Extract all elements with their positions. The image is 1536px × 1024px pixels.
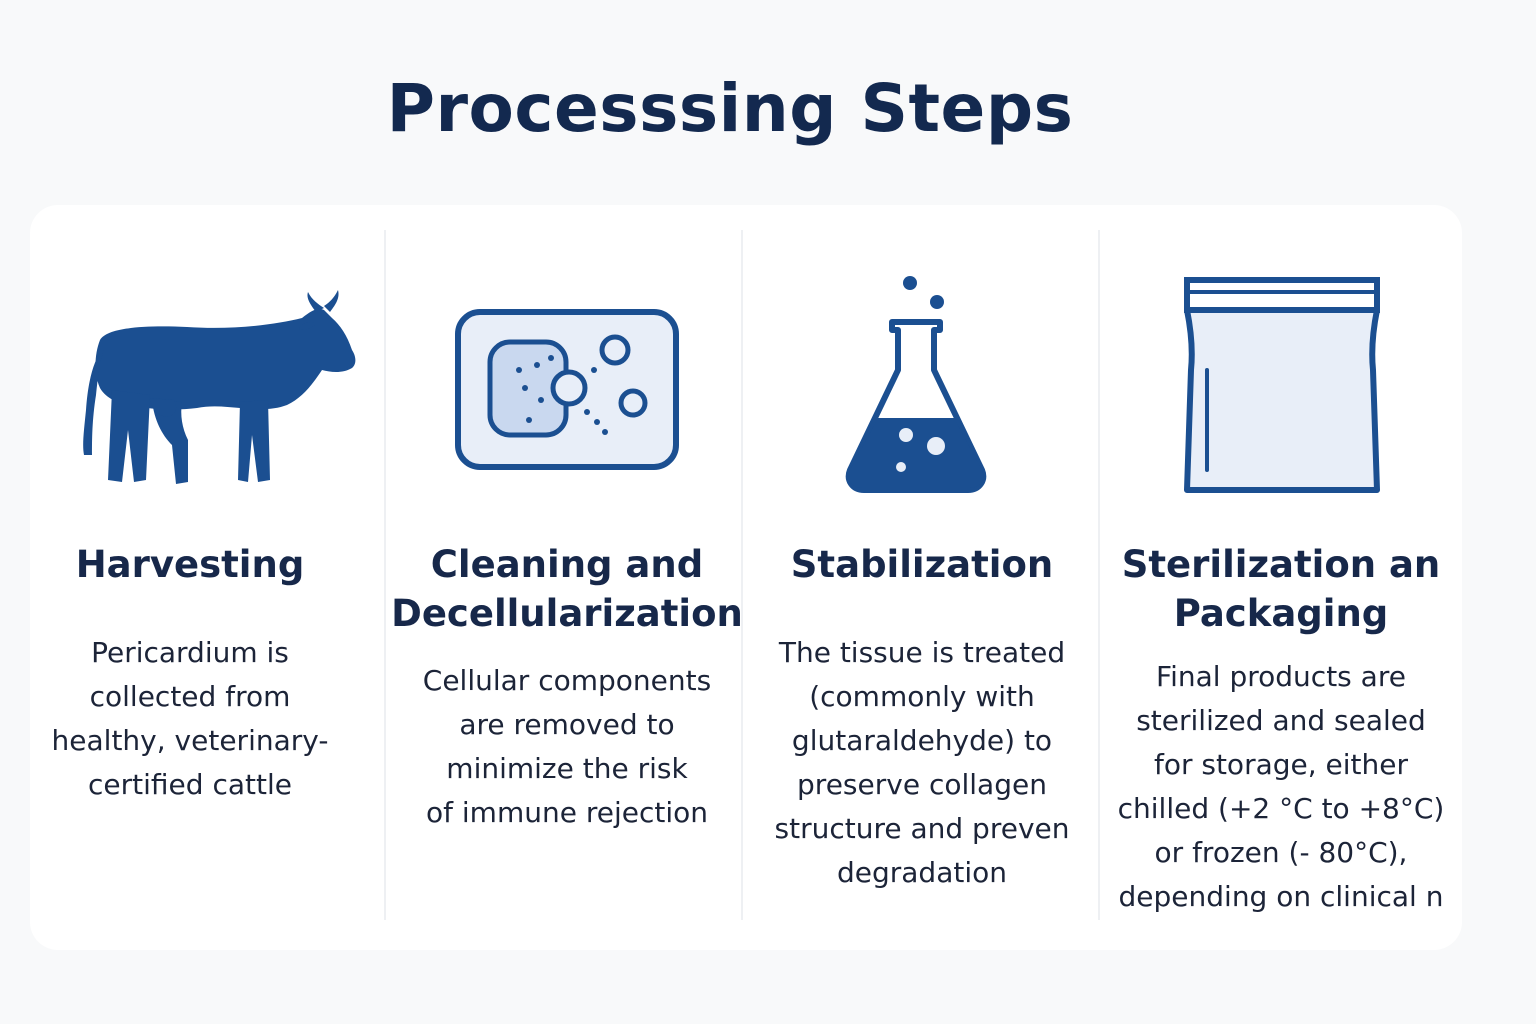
column-divider xyxy=(384,230,386,920)
page-title: Processsing Steps xyxy=(386,70,1074,147)
step-title: Sterilization an Packaging xyxy=(1121,543,1441,635)
step-sterilization-packaging: Sterilization an Packaging Final product… xyxy=(1103,205,1459,950)
step-description: The tissue is treated (commonly with glu… xyxy=(774,636,1070,889)
step-title: Cleaning and Decellularization xyxy=(391,543,743,635)
step-description: Cellular components are removed to minim… xyxy=(422,664,712,829)
step-title: Harvesting xyxy=(75,543,305,586)
cow-icon xyxy=(12,270,368,500)
column-divider xyxy=(741,230,743,920)
step-cleaning-decellularization: Cleaning and Decellularization Cellular … xyxy=(389,205,745,950)
step-description: Final products are sterilized and sealed… xyxy=(1117,660,1445,913)
flask-icon xyxy=(744,270,1100,500)
step-stabilization: Stabilization The tissue is treated (com… xyxy=(744,205,1100,950)
column-divider xyxy=(1098,230,1100,920)
sealed-bag-icon xyxy=(1103,270,1459,500)
step-title: Stabilization xyxy=(790,543,1054,586)
step-harvesting: Harvesting Pericardium is collected from… xyxy=(12,205,368,950)
cell-tissue-icon xyxy=(389,270,745,500)
step-description: Pericardium is collected from healthy, v… xyxy=(51,636,329,801)
